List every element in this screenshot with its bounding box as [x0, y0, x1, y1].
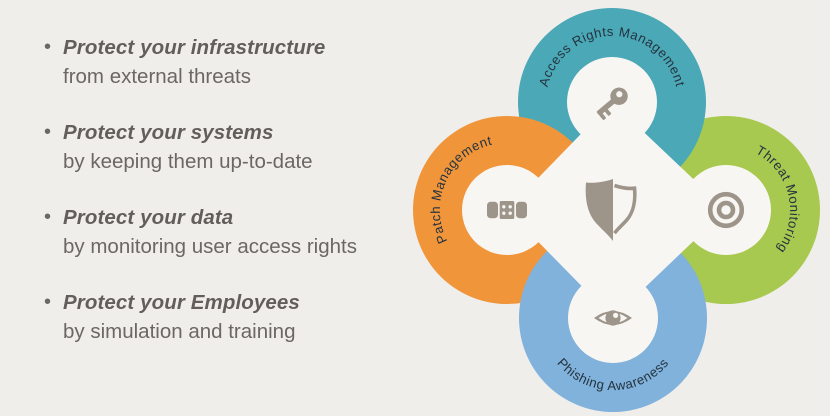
target-icon	[707, 191, 745, 229]
bullet-description: by keeping them up-to-date	[63, 150, 313, 173]
bullet-heading: Protect your systems	[63, 121, 274, 144]
bullet-item-systems: • Protect your systems by keeping them u…	[44, 118, 404, 176]
bullet-description: by simulation and training	[63, 320, 296, 343]
benefits-list: • Protect your infrastructure from exter…	[44, 33, 404, 373]
bullet-item-employees: • Protect your Employees by simulation a…	[44, 288, 404, 346]
inner-circle-right	[681, 165, 771, 255]
bandaid-icon	[487, 201, 527, 219]
bullet-marker: •	[44, 291, 52, 313]
bullet-marker: •	[44, 36, 52, 58]
bullet-heading: Protect your data	[63, 206, 234, 229]
bullet-marker: •	[44, 206, 52, 228]
key-icon	[596, 87, 628, 121]
security-petal-diagram: Access Rights Management Patch Managemen…	[413, 8, 820, 412]
bullet-item-infrastructure: • Protect your infrastructure from exter…	[44, 33, 404, 91]
bullet-heading: Protect your Employees	[63, 291, 300, 314]
bullet-item-data: • Protect your data by monitoring user a…	[44, 203, 404, 261]
eye-icon	[594, 310, 632, 326]
bullet-marker: •	[44, 121, 52, 143]
bullet-description: by monitoring user access rights	[63, 235, 357, 258]
shield-icon	[585, 179, 637, 241]
center-diamond	[507, 102, 726, 318]
bullet-heading: Protect your infrastructure	[63, 36, 326, 59]
bullet-description: from external threats	[63, 65, 251, 88]
